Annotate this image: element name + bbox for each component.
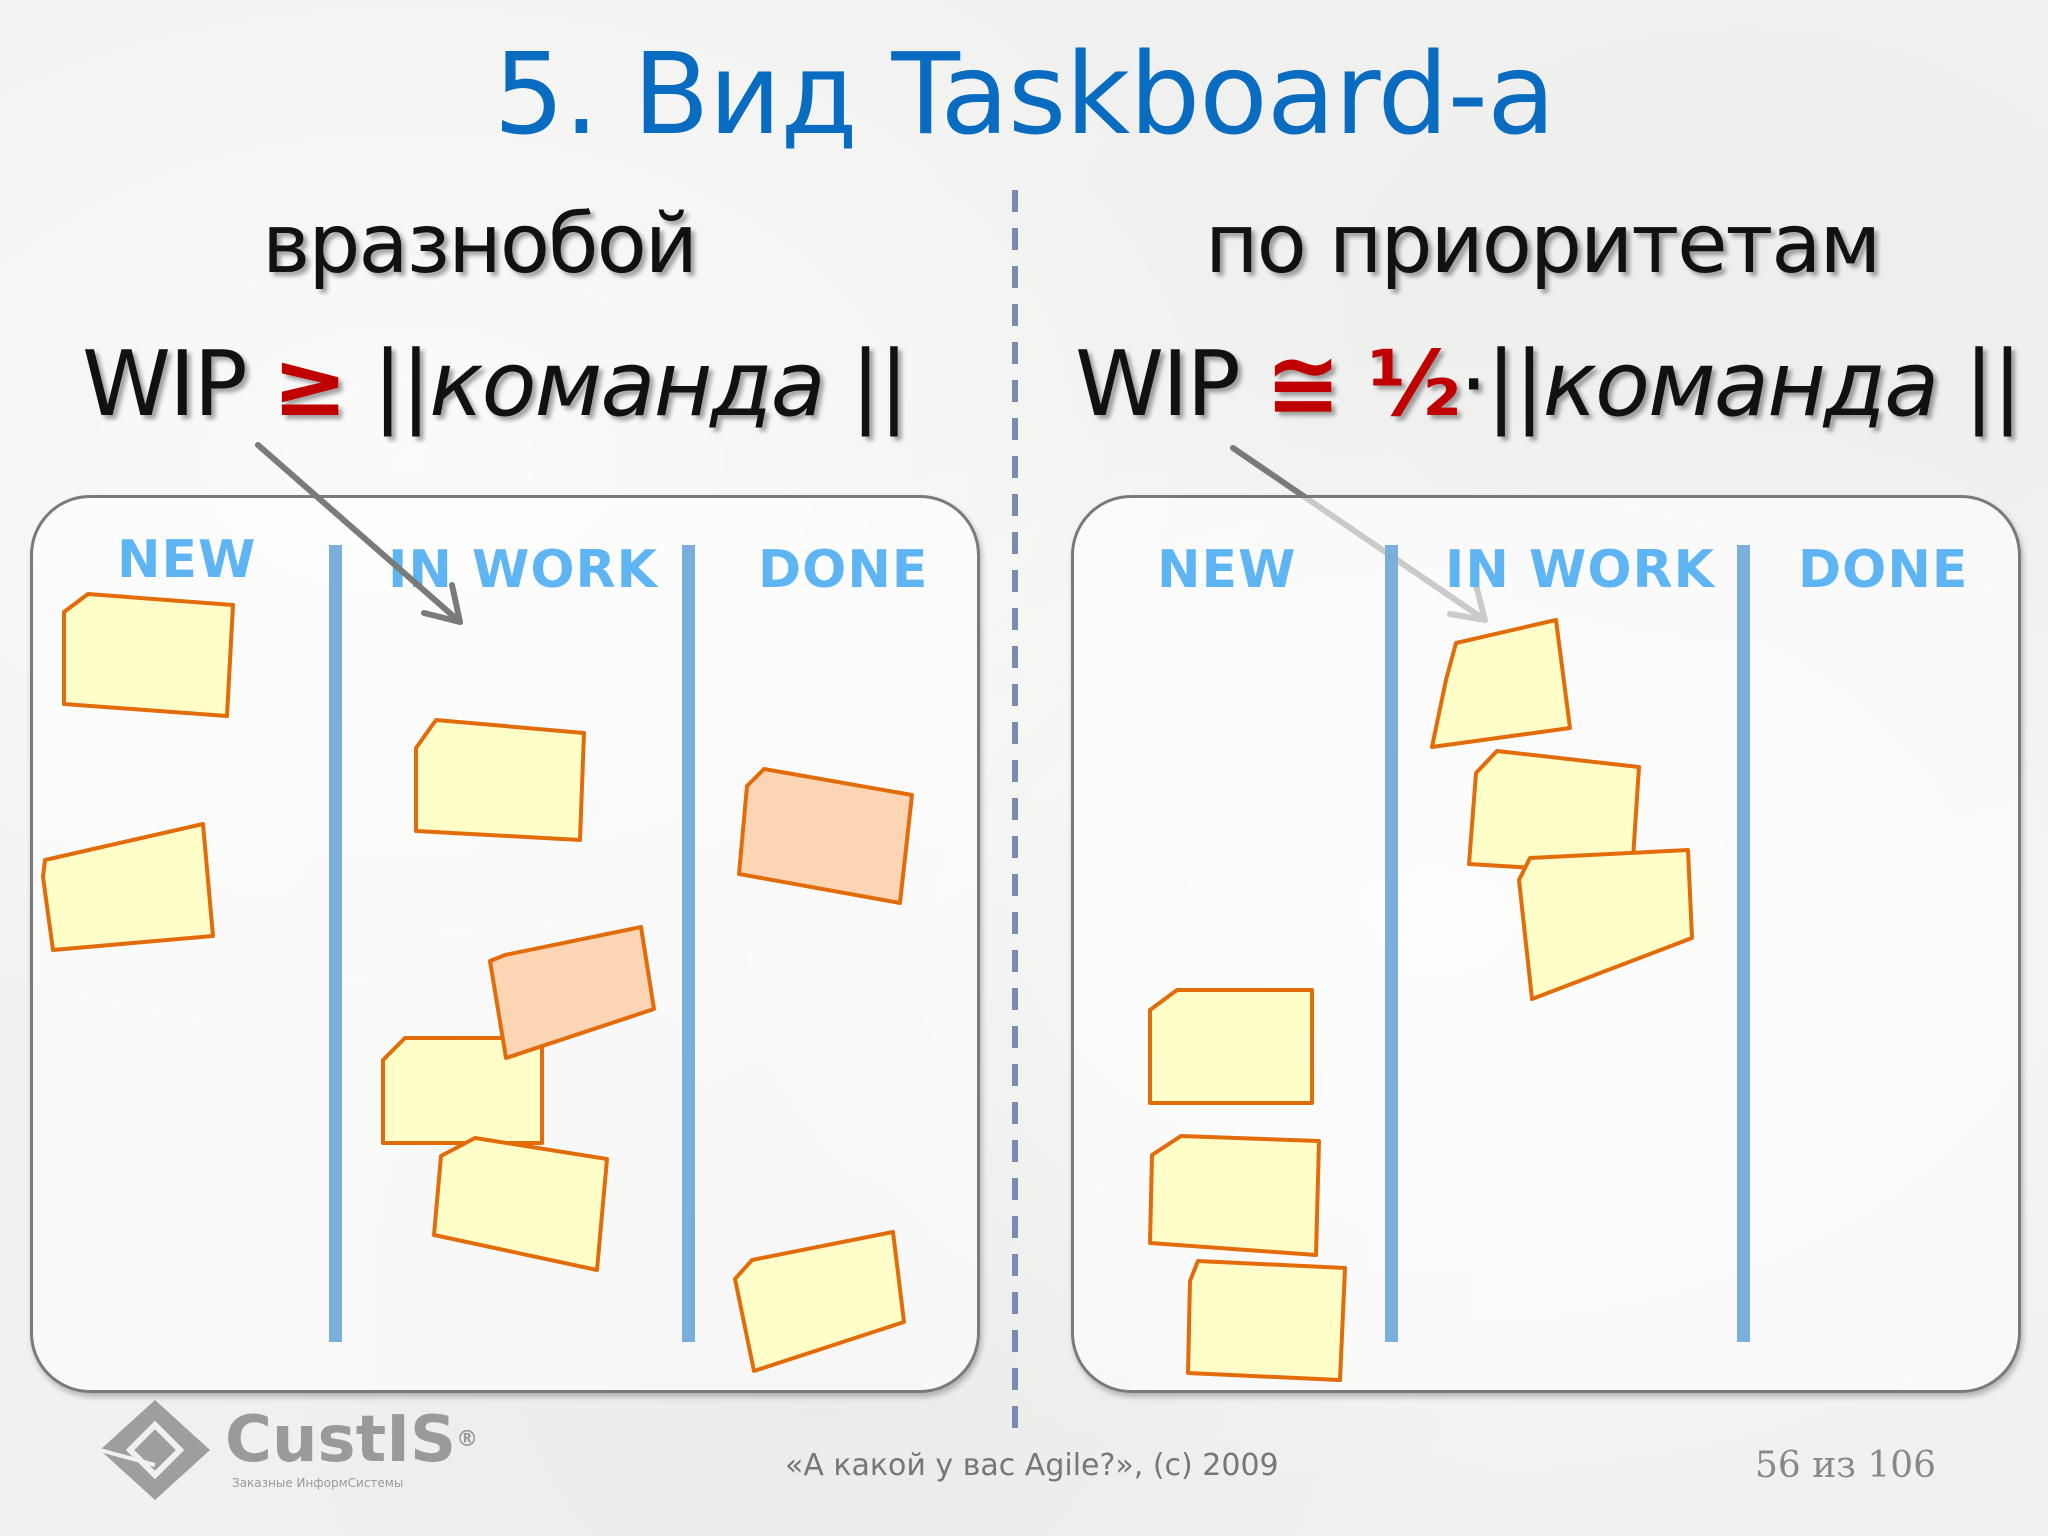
formula-suffix: ||: [823, 332, 909, 437]
right-taskboard: [1071, 495, 2021, 1393]
slide-title: 5. Вид Taskboard-а: [493, 30, 1555, 160]
left-formula: WIP ≥ ||команда ||: [82, 330, 909, 440]
formula-operator: ≅ ½: [1265, 332, 1461, 437]
dashed-divider: [1012, 190, 1018, 1430]
formula-team: команда: [429, 332, 826, 437]
left-taskboard: [30, 495, 980, 1393]
left-column-divider-2: [682, 545, 695, 1342]
right-column-divider-2: [1737, 545, 1750, 1342]
right-formula: WIP ≅ ½·||команда ||: [1075, 330, 2023, 440]
formula-operator: ≥: [272, 332, 347, 437]
logo-tagline: Заказные ИнформСистемы: [232, 1476, 404, 1490]
left-column-divider-1: [329, 545, 342, 1342]
formula-team: команда: [1542, 332, 1940, 437]
right-column-header-in-work: IN WORK: [1445, 540, 1715, 600]
right-column-header-new: NEW: [1157, 540, 1297, 600]
right-column-divider-1: [1385, 545, 1398, 1342]
formula-prefix: ·||: [1459, 332, 1544, 437]
right-column-header-done: DONE: [1798, 540, 1969, 600]
formula-wip: WIP: [1075, 332, 1266, 437]
logo-name: CustIS®: [225, 1405, 478, 1475]
formula-wip: WIP: [82, 332, 273, 437]
formula-prefix: ||: [345, 332, 431, 437]
left-column-header-new: NEW: [117, 530, 257, 590]
left-heading: вразнобой: [262, 197, 698, 292]
right-heading: по приоритетам: [1205, 197, 1881, 292]
custis-diamond-logo-icon: [95, 1395, 215, 1515]
page-indicator: 56 из 106: [1755, 1445, 1937, 1486]
left-column-header-in-work: IN WORK: [388, 540, 658, 600]
registered-mark: ®: [456, 1427, 479, 1452]
logo-wordmark: CustIS: [225, 1403, 457, 1477]
formula-suffix: ||: [1937, 332, 2023, 437]
footer-caption: «А какой у вас Agile?», (c) 2009: [785, 1448, 1279, 1483]
left-column-header-done: DONE: [758, 540, 929, 600]
